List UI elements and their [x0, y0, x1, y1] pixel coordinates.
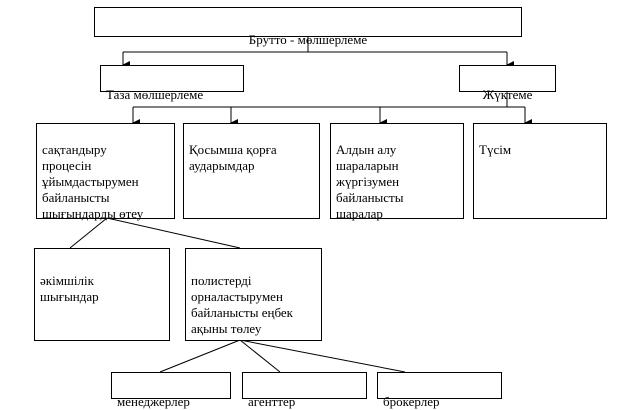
- net-rate-box: Таза мөлшерлеме: [100, 65, 244, 102]
- line-to-agents: [239, 339, 281, 373]
- brokers-label: брокерлер: [383, 394, 440, 409]
- loading-label: Жүктеме: [482, 87, 533, 102]
- brokers-box: брокерлер: [377, 372, 502, 409]
- profit-label: Түсім: [479, 142, 512, 157]
- managers-box: менеджерлер: [111, 372, 231, 409]
- agents-box: агенттер: [242, 372, 367, 409]
- insurance-costs-label: сақтандыру процесін ұйымдастырумен байла…: [42, 142, 144, 221]
- root-label: Брутто - мөлшерлеме: [248, 32, 368, 47]
- loading-box: Жүктеме: [459, 65, 556, 102]
- prevention-label: Алдын алу шараларын жүргізумен байланыст…: [336, 142, 404, 221]
- reinsurance-label: Қосымша қорға аударымдар: [189, 142, 277, 173]
- policy-labor-label: полистерді орналастырумен байланысты еңб…: [191, 273, 293, 336]
- policy-labor-box: полистерді орналастырумен байланысты еңб…: [185, 248, 322, 341]
- root-box: Брутто - мөлшерлеме: [94, 7, 522, 47]
- agents-label: агенттер: [248, 394, 296, 409]
- line-to-brokers: [239, 339, 406, 373]
- prevention-box: Алдын алу шараларын жүргізумен байланыст…: [330, 123, 464, 221]
- managers-label: менеджерлер: [117, 394, 190, 409]
- reinsurance-box: Қосымша қорға аударымдар: [183, 123, 320, 219]
- insurance-costs-box: сақтандыру процесін ұйымдастырумен байла…: [36, 123, 175, 221]
- line-to-admin: [69, 217, 108, 249]
- profit-box: Түсім: [473, 123, 607, 219]
- admin-expenses-box: әкімшілік шығындар: [34, 248, 170, 341]
- admin-expenses-label: әкімшілік шығындар: [40, 273, 99, 304]
- line-to-policy-labor: [106, 217, 241, 249]
- line-to-managers: [159, 339, 241, 373]
- net-rate-label: Таза мөлшерлеме: [106, 87, 204, 102]
